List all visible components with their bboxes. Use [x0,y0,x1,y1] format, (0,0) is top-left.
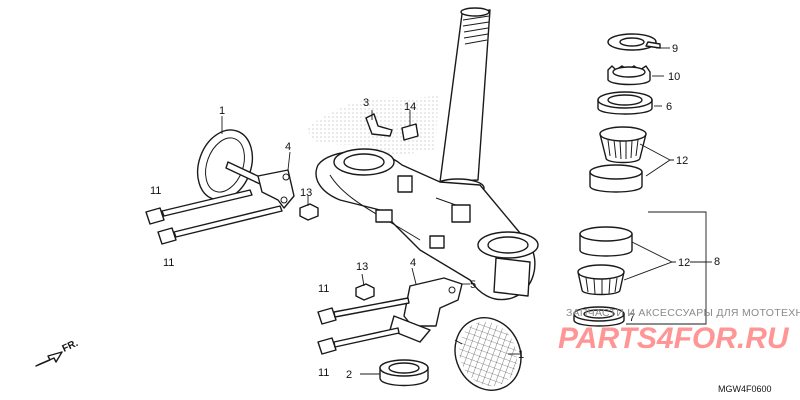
lock-washer-part-9 [607,33,661,51]
bolt-part-11-d [317,327,400,355]
steering-stem-shaft [431,7,491,198]
callout-11-a: 11 [150,185,161,197]
callout-12-lower: 12 [678,257,690,269]
callout-6: 6 [666,101,672,113]
watermark-tagline: ЗАПЧАСТИ И АКСЕССУАРЫ ДЛЯ МОТОТЕХНИКИ [566,307,800,319]
leader-lines [221,47,712,375]
lock-nut-part-10 [607,65,651,86]
front-direction-arrow-icon [35,351,63,367]
callout-12-upper: 12 [676,155,688,167]
dust-seal-part-7 [573,306,625,327]
callout-2: 2 [346,369,352,381]
clip-part-3 [365,113,393,137]
callout-3: 3 [363,97,369,109]
ring-part-2 [379,359,429,387]
bolt-part-11-a [145,189,253,225]
callout-13-upper: 13 [300,187,312,199]
callout-13-lower: 13 [356,261,368,273]
callout-1-upper: 1 [219,105,225,117]
callout-4-lower: 4 [410,257,416,269]
front-direction-label: FR. [61,338,80,355]
cap-part-1-upper [196,129,263,201]
under-bracket [315,148,539,301]
mesh-cap-part-1-lower [454,317,522,391]
nut-part-13-lower [355,283,375,301]
watermark-brand: PARTS4FOR.RU [558,322,790,355]
bolt-part-11-c [317,297,410,325]
callout-5: 5 [470,279,476,291]
callout-9: 9 [672,43,678,55]
bracket-part-4-lower [389,277,463,343]
callout-11-d: 11 [318,367,329,379]
dust-seal-part-6 [597,91,653,115]
callout-11-c: 11 [318,283,329,295]
callout-4-upper: 4 [285,141,291,153]
grommet-part-14 [401,123,419,141]
callout-10: 10 [668,71,680,83]
callout-11-b: 11 [163,257,174,269]
bolt-part-11-b [157,205,283,245]
callout-8: 8 [714,256,720,268]
callout-7: 7 [629,312,635,324]
nut-part-13-upper [299,203,319,221]
callout-1-lower: 1 [518,349,524,361]
diagram-code: MGW4F0600 [718,384,772,394]
callout-labels: 1 1 2 3 4 4 5 6 7 8 9 10 11 11 11 11 12 … [150,43,720,381]
watermark: ЗАПЧАСТИ И АКСЕССУАРЫ ДЛЯ МОТОТЕХНИКИ PA… [558,307,800,355]
upper-bearing-part-12 [589,126,647,193]
bracket-part-4-upper [257,169,295,209]
lower-bearing-part-12 [577,226,633,296]
callout-14: 14 [404,101,416,113]
